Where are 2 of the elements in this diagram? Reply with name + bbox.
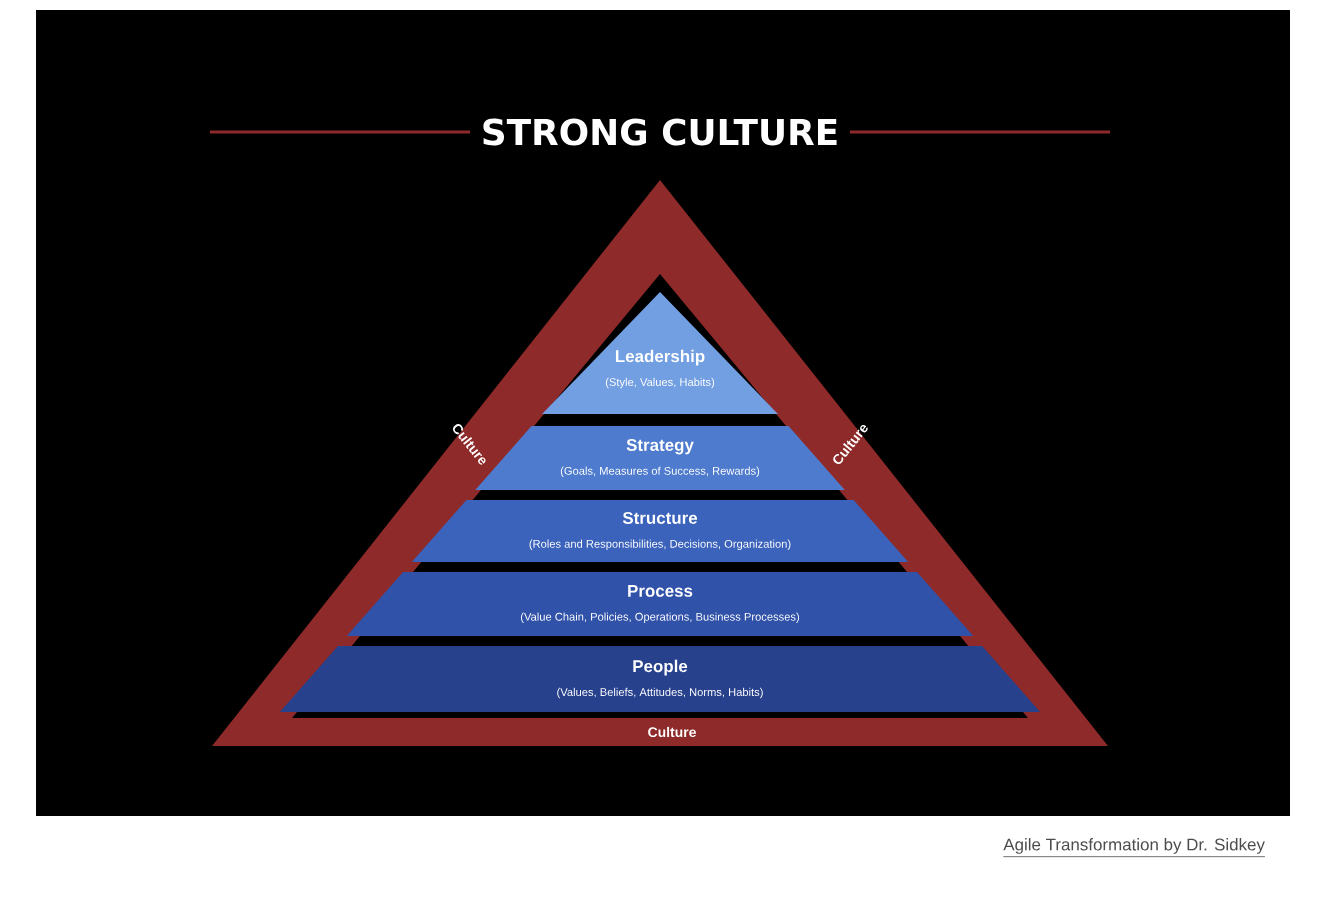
source-link: Agile Transformation by Dr. Sidkey [1002, 838, 1266, 858]
title: STRONG CULTURE [483, 118, 837, 146]
